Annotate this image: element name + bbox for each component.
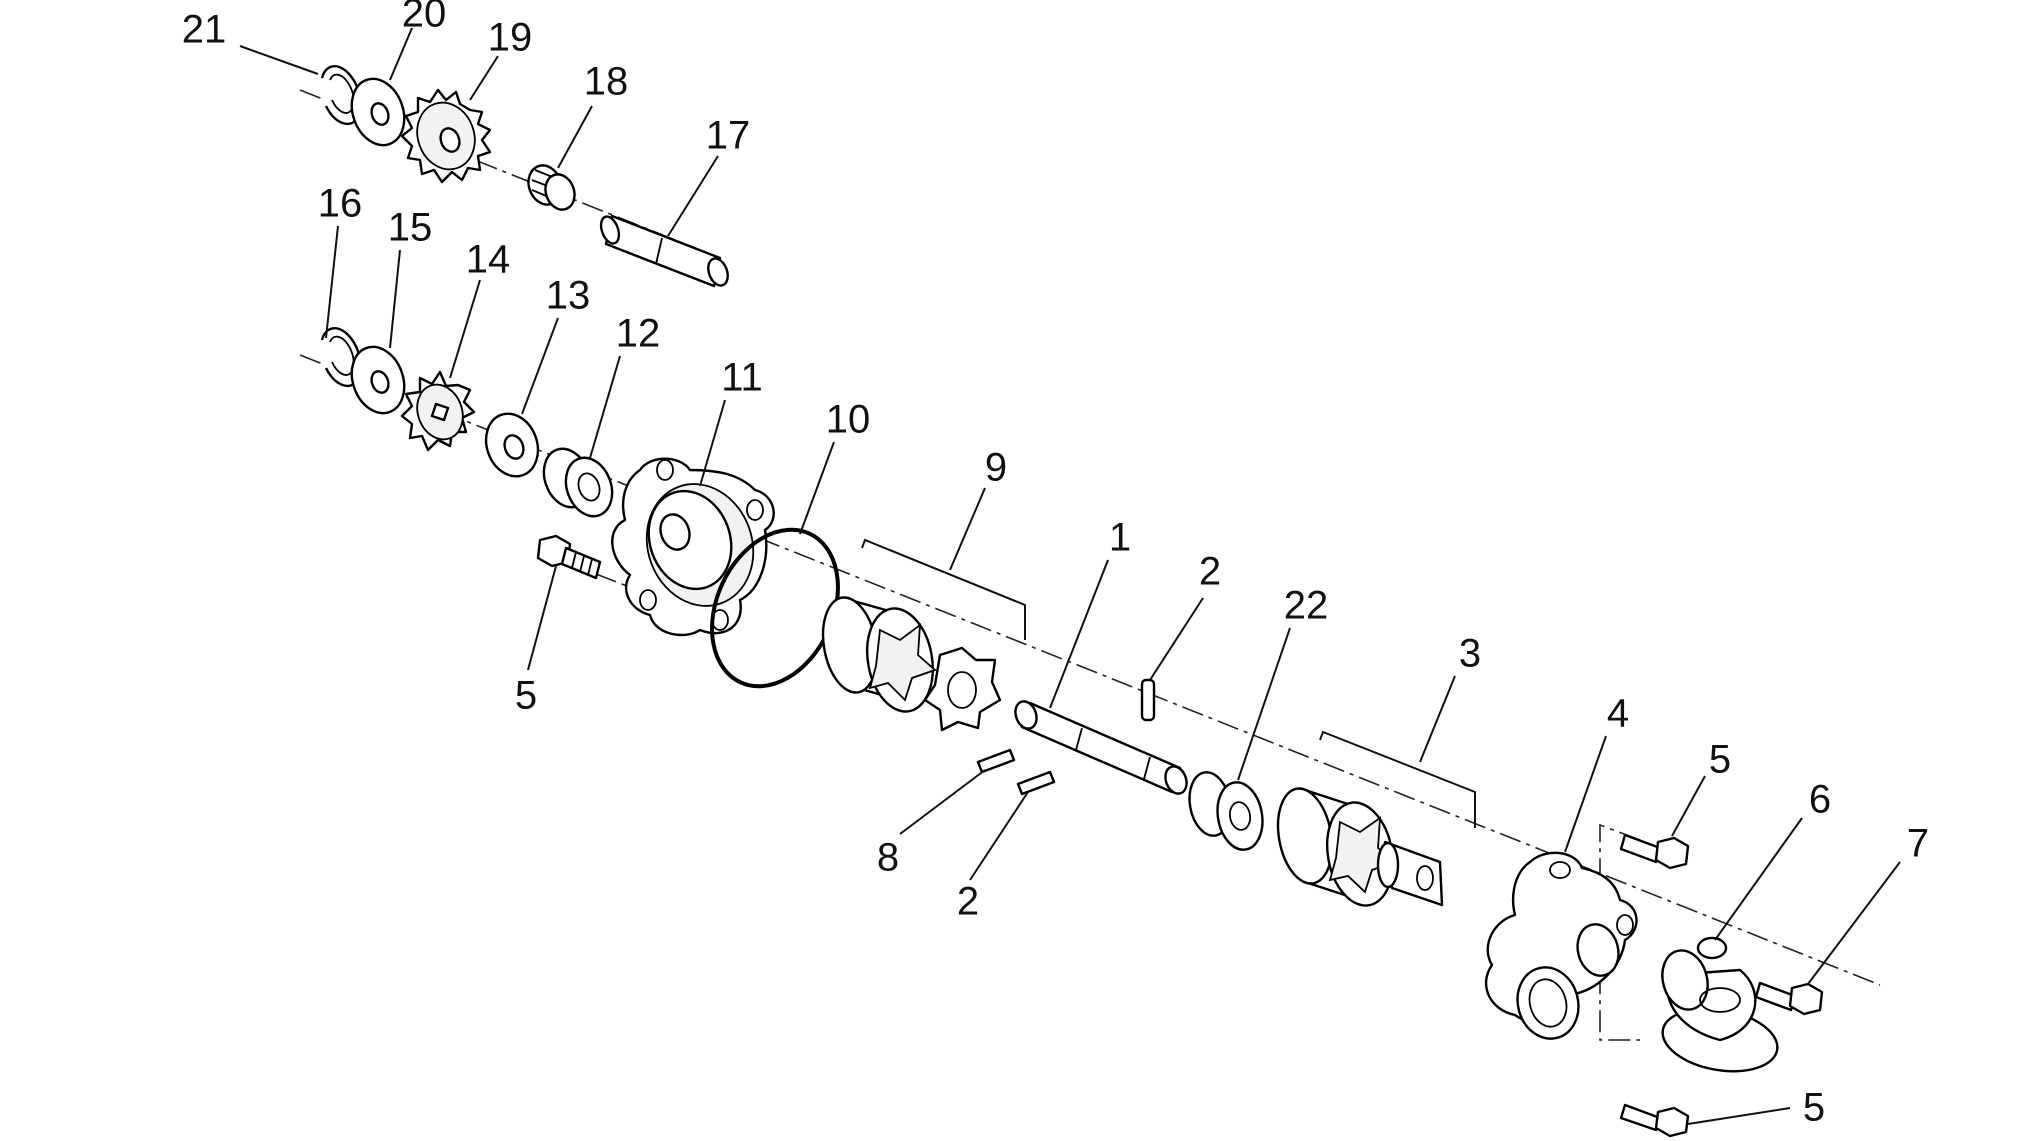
- leader-12: [589, 355, 621, 459]
- callout-10: 10: [826, 398, 871, 442]
- callout-16: 16: [318, 182, 363, 226]
- leader-16: [325, 225, 339, 339]
- leader-3: [1419, 675, 1456, 763]
- bearing-22: [1188, 771, 1264, 851]
- callout-2-bottom: 2: [957, 880, 979, 924]
- bearing-12: [542, 447, 614, 518]
- leader-5-right-bottom: [1687, 1107, 1791, 1125]
- pump-cover-11: [611, 457, 775, 637]
- pin-8: [976, 748, 1016, 774]
- leader-9: [949, 487, 986, 571]
- pin-2-bottom: [1016, 770, 1056, 796]
- inner-rotor-3: [1376, 840, 1444, 907]
- callout-20: 20: [402, 0, 447, 36]
- leader-15: [389, 249, 401, 349]
- inner-rotor-9: [923, 646, 1002, 732]
- callout-4: 4: [1607, 692, 1629, 736]
- leader-1: [1049, 559, 1109, 709]
- rotor-set-9-bracket: [861, 538, 1026, 640]
- leader-2-top: [1149, 597, 1204, 681]
- leader-20: [389, 27, 413, 81]
- shaft-17: [599, 214, 729, 288]
- leader-21: [239, 45, 319, 75]
- elbow-fitting-6: [1661, 936, 1779, 1073]
- callout-5-right-bottom: 5: [1803, 1086, 1825, 1130]
- leader-2-bottom: [969, 791, 1029, 881]
- bolt-5-left: [536, 534, 602, 580]
- leader-7: [1807, 861, 1901, 985]
- callout-21: 21: [182, 8, 227, 52]
- washer-15: [350, 345, 406, 415]
- callout-labels: 21 20 19 18 17 16 15 14 13 12 11 10 9 1 …: [182, 0, 1929, 1130]
- axis-bolt-right-top: [1599, 823, 1641, 1041]
- assembly-axes: [299, 89, 1881, 1041]
- callout-3: 3: [1459, 632, 1481, 676]
- callout-19: 19: [488, 16, 533, 60]
- callout-22: 22: [1284, 584, 1329, 628]
- bolt-5-right-top: [1619, 833, 1690, 870]
- callout-18: 18: [584, 60, 629, 104]
- outer-rotor-3: [1276, 787, 1397, 907]
- leader-13: [521, 317, 559, 415]
- callout-17: 17: [706, 114, 751, 158]
- bolt-7: [1754, 981, 1824, 1016]
- callout-9: 9: [985, 446, 1007, 490]
- leader-19: [469, 55, 499, 101]
- callout-13: 13: [546, 274, 591, 318]
- gear-19: [400, 88, 492, 184]
- callout-6: 6: [1809, 778, 1831, 822]
- leader-18: [557, 105, 593, 169]
- leader-4: [1564, 735, 1607, 853]
- callout-7: 7: [1907, 822, 1929, 866]
- leader-6: [1714, 817, 1803, 941]
- rotor-set-3-bracket: [1319, 730, 1476, 828]
- callout-5-left: 5: [515, 674, 537, 718]
- outer-rotor-9: [821, 596, 937, 713]
- washer-13: [484, 412, 540, 478]
- leader-5-left: [527, 565, 557, 671]
- leader-11: [699, 399, 726, 487]
- callout-5-right-top: 5: [1709, 738, 1731, 782]
- callout-1: 1: [1109, 516, 1131, 560]
- gear-14: [400, 370, 476, 452]
- callout-12: 12: [616, 312, 661, 356]
- pin-2-top: [1140, 678, 1156, 722]
- callout-2-top: 2: [1199, 550, 1221, 594]
- leader-17: [667, 155, 719, 237]
- callout-8: 8: [877, 836, 899, 880]
- leader-8: [899, 769, 986, 835]
- leader-5-right-top: [1671, 775, 1706, 837]
- leader-10: [799, 441, 835, 535]
- leader-lines: [239, 27, 1901, 1125]
- pump-shaft-1: [1014, 700, 1188, 795]
- pump-body-4: [1484, 851, 1638, 1040]
- callout-15: 15: [388, 206, 433, 250]
- bolt-5-right-bottom: [1619, 1103, 1690, 1138]
- leader-14: [449, 279, 481, 379]
- callout-11: 11: [721, 356, 763, 400]
- callout-14: 14: [466, 238, 511, 282]
- needle-bearing-18: [527, 164, 576, 211]
- leader-22: [1237, 627, 1291, 781]
- washer-20: [350, 77, 406, 147]
